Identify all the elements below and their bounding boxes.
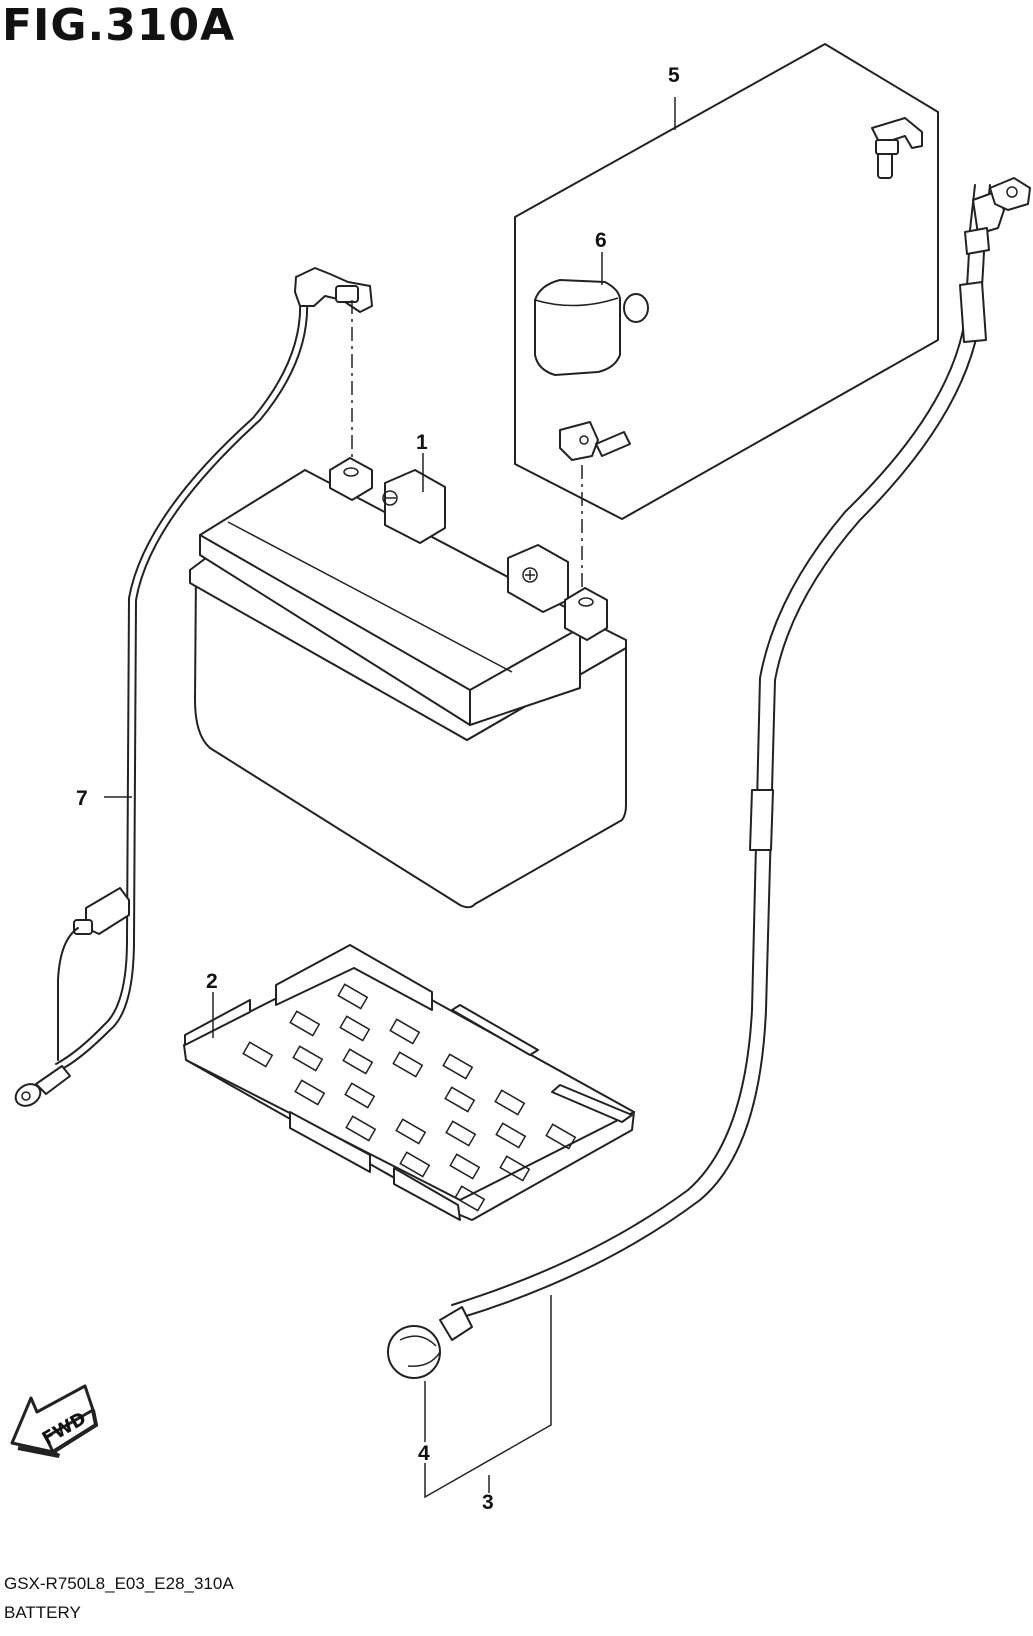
model-code: GSX-R750L8_E03_E28_310A bbox=[4, 1574, 234, 1593]
main-positive-cable-part[interactable] bbox=[439, 177, 1031, 1341]
callout-1: 1 bbox=[416, 431, 428, 454]
callout-6: 6 bbox=[595, 229, 607, 252]
positive-cable-part[interactable] bbox=[559, 117, 923, 461]
callout-3: 3 bbox=[482, 1491, 494, 1514]
figure-title: FIG.310A bbox=[2, 0, 236, 51]
callout-7: 7 bbox=[76, 787, 88, 810]
terminal-cap-part[interactable] bbox=[534, 279, 649, 376]
figure-caption: BATTERY bbox=[4, 1603, 81, 1622]
cable-kit-group-frame bbox=[514, 43, 939, 520]
tray-vent-slots bbox=[242, 983, 577, 1212]
battery-part[interactable] bbox=[189, 457, 627, 909]
battery-tray-part[interactable] bbox=[183, 944, 635, 1221]
callout-2: 2 bbox=[206, 970, 218, 993]
assembly-lines bbox=[351, 300, 583, 588]
callout-5: 5 bbox=[668, 64, 680, 87]
callout-4: 4 bbox=[418, 1442, 430, 1465]
terminal-boot-part[interactable] bbox=[387, 1325, 441, 1379]
leader-lines bbox=[104, 97, 676, 1499]
negative-lead-part[interactable] bbox=[12, 267, 373, 1110]
arrow-left-down-icon bbox=[10, 1384, 99, 1458]
fwd-direction-marker: FWD bbox=[10, 1384, 99, 1458]
